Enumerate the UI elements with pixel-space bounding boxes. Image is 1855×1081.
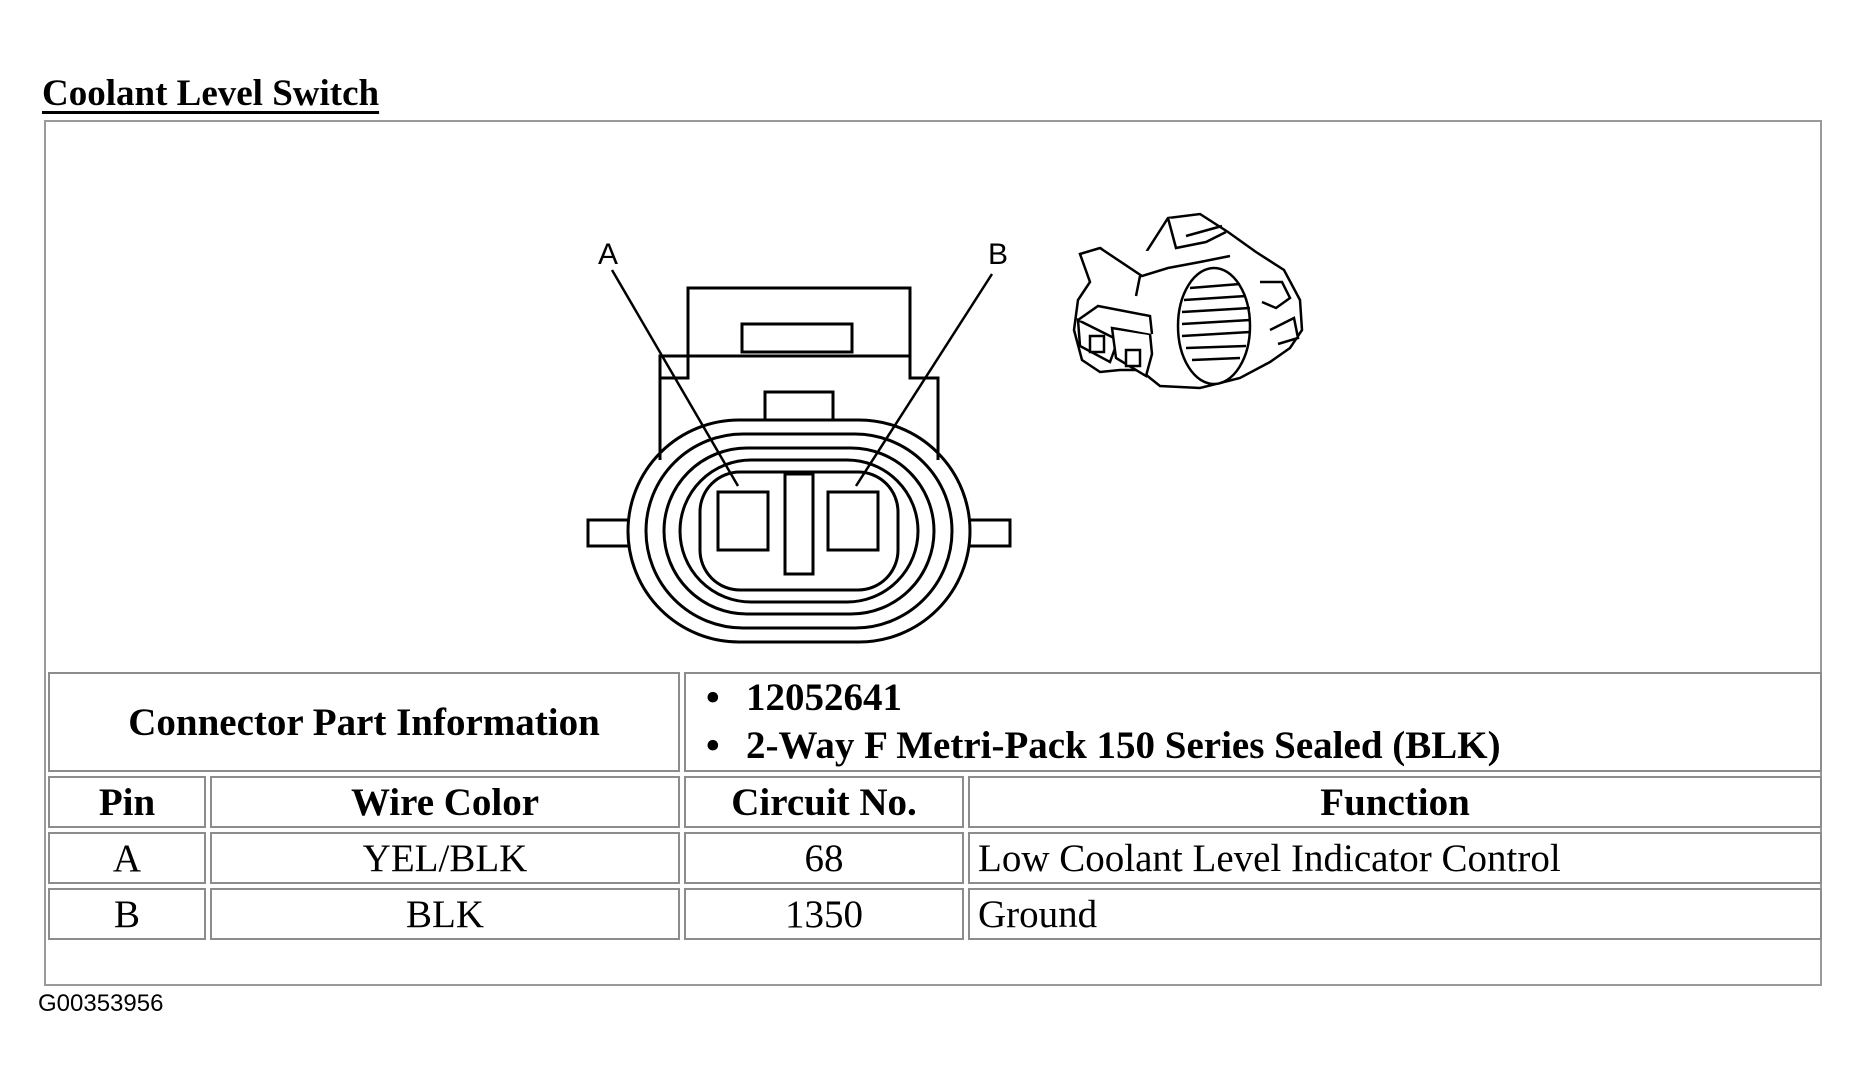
- row-b-wire-color: BLK: [210, 888, 681, 940]
- pin-b-label: B: [988, 238, 1008, 271]
- connector-info-list: 12052641 2-Way F Metri-Pack 150 Series S…: [686, 674, 1820, 770]
- row-a-circuit-no: 68: [684, 832, 965, 884]
- connector-info-row: Connector Part Information 12052641 2-Wa…: [48, 672, 1823, 772]
- pin-a-label: A: [598, 238, 618, 271]
- connector-info-list-cell: 12052641 2-Way F Metri-Pack 150 Series S…: [684, 672, 1823, 772]
- table-row: A YEL/BLK 68 Low Coolant Level Indicator…: [48, 832, 1823, 884]
- header-function: Function: [968, 776, 1823, 828]
- two-way-connector-face-icon: [586, 286, 1012, 644]
- connector-perspective-icon: [1072, 212, 1304, 390]
- table-header-row: Pin Wire Color Circuit No. Function: [48, 776, 1823, 828]
- header-wire-color: Wire Color: [210, 776, 681, 828]
- diagram-frame: [44, 120, 1822, 986]
- table-row: B BLK 1350 Ground: [48, 888, 1823, 940]
- connector-info-label: Connector Part Information: [48, 672, 681, 772]
- row-a-wire-color: YEL/BLK: [210, 832, 681, 884]
- connector-table: Connector Part Information 12052641 2-Wa…: [44, 668, 1826, 944]
- pin-b-leader: [854, 273, 994, 487]
- pin-leader-lines: [610, 269, 994, 487]
- connector-description: 2-Way F Metri-Pack 150 Series Sealed (BL…: [706, 722, 1820, 770]
- row-b-pin: B: [48, 888, 206, 940]
- row-a-function: Low Coolant Level Indicator Control: [968, 832, 1823, 884]
- header-circuit-no: Circuit No.: [684, 776, 965, 828]
- row-b-function: Ground: [968, 888, 1823, 940]
- header-pin: Pin: [48, 776, 206, 828]
- pin-a-leader: [610, 269, 740, 487]
- row-b-circuit-no: 1350: [684, 888, 965, 940]
- connector-part-number: 12052641: [706, 674, 1820, 722]
- row-a-pin: A: [48, 832, 206, 884]
- figure-id: G00353956: [38, 990, 164, 1017]
- page-title: Coolant Level Switch: [42, 73, 380, 114]
